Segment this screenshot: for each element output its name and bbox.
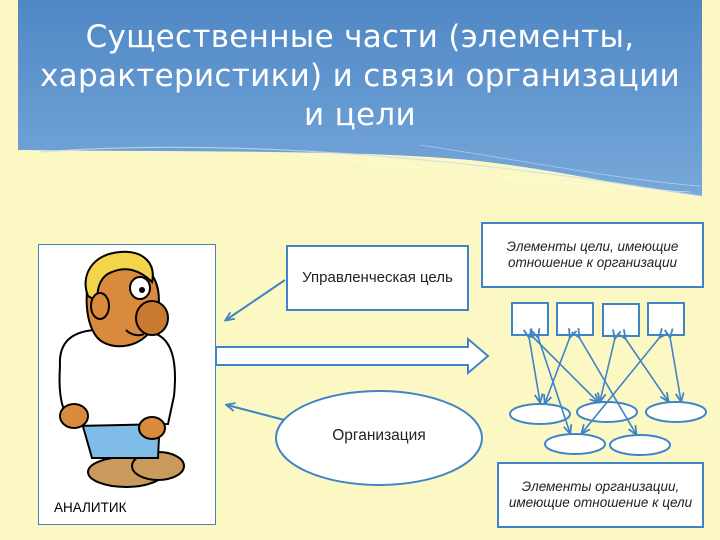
link-arrow [545,337,570,403]
goal-elements-label: Элементы цели, имеющие отношение к орган… [506,239,679,270]
goal-element-square [511,302,549,336]
organization-label: Организация [332,427,426,444]
organization-ellipse [275,390,483,486]
org-elements-box: Элементы организации, имеющие отношение … [497,462,704,528]
goal-element-square [602,303,640,337]
analyst-to-elements-arrow [215,336,490,376]
title-banner [18,0,702,197]
link-arrow [600,338,615,401]
link-arrow [582,337,660,433]
analyst-illustration [58,250,185,488]
org-element-ellipse [544,433,606,455]
org-element-ellipse [609,434,671,456]
org-elements-label: Элементы организации, имеющие отношение … [508,479,693,510]
org-element-ellipse [645,401,707,423]
goal-element-square [647,302,685,336]
goal-to-analyst-arrow [226,279,286,320]
goal-elements-box: Элементы цели, имеющие отношение к орган… [481,222,704,288]
link-arrow [529,337,540,402]
analyst-label: АНАЛИТИК [54,500,127,515]
link-arrow [625,338,668,401]
management-goal-box: Управленческая цель [286,245,469,311]
link-arrow [670,337,681,401]
goal-element-square [556,302,594,336]
management-goal-label: Управленческая цель [302,269,453,286]
slide-title: Существенные части (элементы, характерис… [40,19,680,133]
